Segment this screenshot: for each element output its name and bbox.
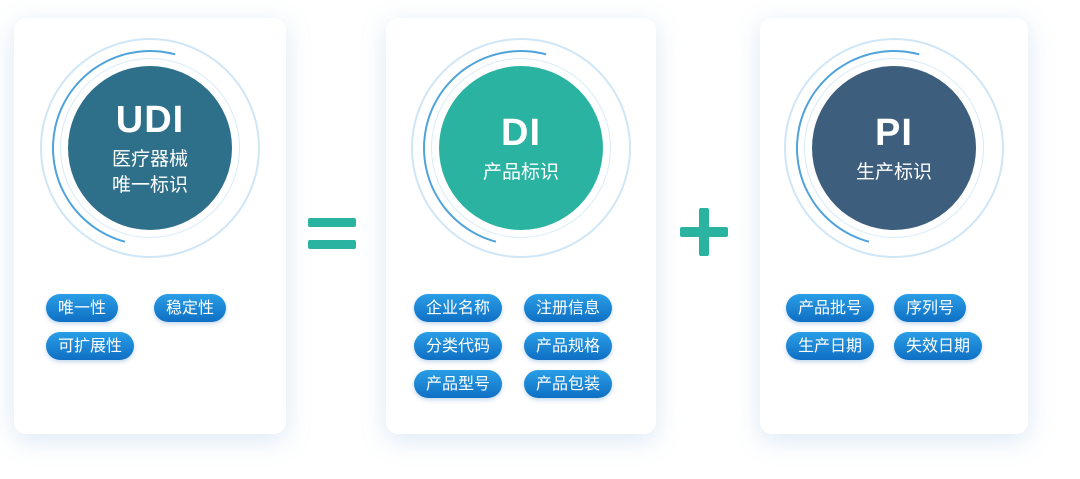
pi-card: PI 生产标识 产品批号 序列号 生产日期 失效日期 (760, 18, 1028, 434)
pi-tag-serial-number: 序列号 (894, 294, 967, 322)
udi-disc: UDI 医疗器械 唯一标识 (68, 66, 232, 230)
di-tag-product-spec: 产品规格 (524, 332, 613, 360)
udi-inner-ring (60, 58, 240, 238)
di-tag-product-package: 产品包装 (524, 370, 613, 398)
pi-tag-expiry-date: 失效日期 (894, 332, 983, 360)
pi-outer-ring (784, 38, 1004, 258)
udi-title: UDI (115, 99, 185, 141)
pi-disc: PI 生产标识 (812, 66, 976, 230)
di-title: DI (501, 112, 541, 154)
di-disc: DI 产品标识 (439, 66, 603, 230)
pi-title: PI (875, 112, 913, 154)
di-subtitle: 产品标识 (482, 161, 559, 183)
udi-card: UDI 医疗器械 唯一标识 唯一性 稳定性 可扩展性 (14, 18, 286, 434)
udi-tag-stability: 稳定性 (154, 294, 227, 322)
di-inner-ring (431, 58, 611, 238)
di-tag-product-model: 产品型号 (414, 370, 503, 398)
plus-sign-vertical (699, 208, 709, 256)
equals-sign-top-bar (308, 218, 356, 227)
di-outer-ring (411, 38, 631, 258)
di-card: DI 产品标识 企业名称 注册信息 分类代码 产品规格 产品型号 产品包装 (386, 18, 656, 434)
di-tag-company-name: 企业名称 (414, 294, 503, 322)
udi-tag-uniqueness: 唯一性 (46, 294, 119, 322)
di-tag-registration-info: 注册信息 (524, 294, 613, 322)
udi-subtitle-line1: 医疗器械 (111, 148, 188, 170)
udi-tag-extensibility: 可扩展性 (46, 332, 135, 360)
pi-subtitle: 生产标识 (855, 161, 932, 183)
equals-sign-bottom-bar (308, 240, 356, 249)
pi-tag-production-date: 生产日期 (786, 332, 875, 360)
pi-inner-ring (804, 58, 984, 238)
pi-tag-batch-number: 产品批号 (786, 294, 875, 322)
udi-outer-ring (40, 38, 260, 258)
di-tag-classification-code: 分类代码 (414, 332, 503, 360)
udi-subtitle-line2: 唯一标识 (111, 174, 188, 196)
